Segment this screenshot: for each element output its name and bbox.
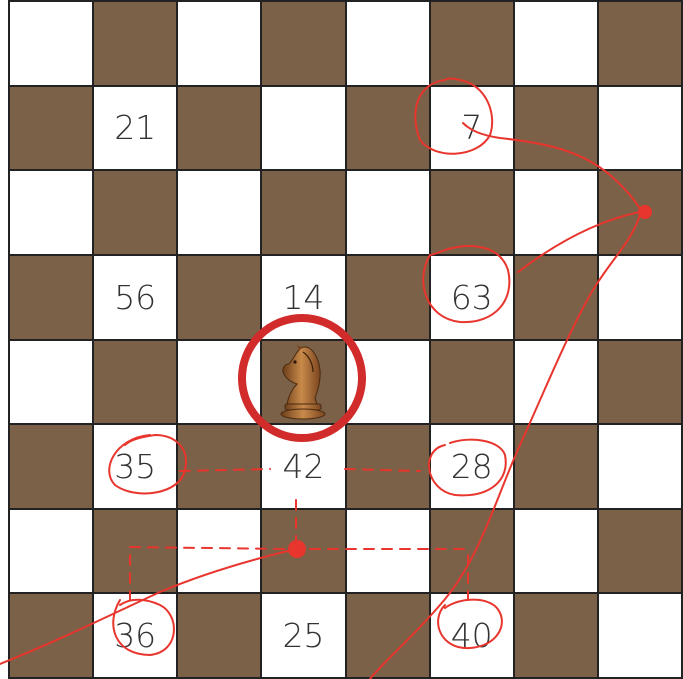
board-square[interactable] <box>515 594 599 679</box>
board-square[interactable] <box>94 341 178 426</box>
board-square[interactable] <box>262 2 346 87</box>
board-square[interactable] <box>515 2 599 87</box>
board-square[interactable] <box>515 425 599 510</box>
board-square[interactable] <box>178 171 262 256</box>
board-square[interactable] <box>94 510 178 595</box>
board-square[interactable] <box>347 341 431 426</box>
board-square[interactable] <box>431 510 515 595</box>
board-square[interactable] <box>515 341 599 426</box>
board-square[interactable] <box>262 510 346 595</box>
square-number-label: 25 <box>282 616 324 655</box>
square-number-label: 36 <box>114 616 156 655</box>
board-square[interactable]: 35 <box>94 425 178 510</box>
board-square[interactable] <box>347 425 431 510</box>
square-number-label: 28 <box>451 447 493 486</box>
square-number-label: 40 <box>451 616 493 655</box>
board-square[interactable] <box>599 256 683 341</box>
board-square[interactable] <box>347 87 431 172</box>
board-square[interactable] <box>94 2 178 87</box>
board-square[interactable] <box>10 256 94 341</box>
board-square[interactable] <box>178 510 262 595</box>
board-square[interactable] <box>347 594 431 679</box>
board-square[interactable] <box>94 171 178 256</box>
board-square[interactable]: 21 <box>94 87 178 172</box>
square-number-label: 14 <box>282 278 324 317</box>
chess-board: 21 7 56 14 63 35 42 28 36 25 40 <box>8 0 683 679</box>
board-square[interactable] <box>431 2 515 87</box>
board-square[interactable] <box>262 341 346 426</box>
board-square[interactable]: 14 <box>262 256 346 341</box>
board-square[interactable]: 40 <box>431 594 515 679</box>
board-square[interactable] <box>178 2 262 87</box>
board-square[interactable] <box>599 87 683 172</box>
board-square[interactable] <box>10 87 94 172</box>
board-square[interactable] <box>599 510 683 595</box>
square-number-label: 21 <box>114 108 156 147</box>
board-square[interactable] <box>10 594 94 679</box>
board-square[interactable] <box>599 594 683 679</box>
board-square[interactable] <box>431 341 515 426</box>
board-square[interactable] <box>10 341 94 426</box>
square-number-label: 7 <box>461 108 482 147</box>
board-square[interactable] <box>178 594 262 679</box>
board-square[interactable]: 28 <box>431 425 515 510</box>
square-number-label: 56 <box>114 278 156 317</box>
board-square[interactable] <box>262 87 346 172</box>
board-square[interactable] <box>347 171 431 256</box>
board-square[interactable]: 63 <box>431 256 515 341</box>
board-square[interactable]: 56 <box>94 256 178 341</box>
board-square[interactable] <box>178 256 262 341</box>
board-square[interactable] <box>515 256 599 341</box>
board-square[interactable] <box>10 510 94 595</box>
board-square[interactable] <box>599 341 683 426</box>
board-square[interactable]: 42 <box>262 425 346 510</box>
square-number-label: 35 <box>114 447 156 486</box>
board-square[interactable] <box>515 510 599 595</box>
board-square[interactable]: 7 <box>431 87 515 172</box>
board-square[interactable] <box>262 171 346 256</box>
board-square[interactable] <box>347 2 431 87</box>
knight-icon[interactable] <box>273 342 333 422</box>
board-square[interactable] <box>599 171 683 256</box>
board-square[interactable] <box>347 510 431 595</box>
square-number-label: 63 <box>451 278 493 317</box>
board-square[interactable] <box>515 87 599 172</box>
board-square[interactable] <box>178 87 262 172</box>
board-square[interactable]: 36 <box>94 594 178 679</box>
board-square[interactable] <box>178 341 262 426</box>
board-square[interactable] <box>599 2 683 87</box>
board-square[interactable] <box>10 425 94 510</box>
square-number-label: 42 <box>282 447 324 486</box>
board-square[interactable] <box>178 425 262 510</box>
board-square[interactable] <box>599 425 683 510</box>
board-square[interactable] <box>10 171 94 256</box>
board-square[interactable] <box>347 256 431 341</box>
board-square[interactable] <box>515 171 599 256</box>
board-square[interactable] <box>10 2 94 87</box>
board-square[interactable]: 25 <box>262 594 346 679</box>
board-square[interactable] <box>431 171 515 256</box>
